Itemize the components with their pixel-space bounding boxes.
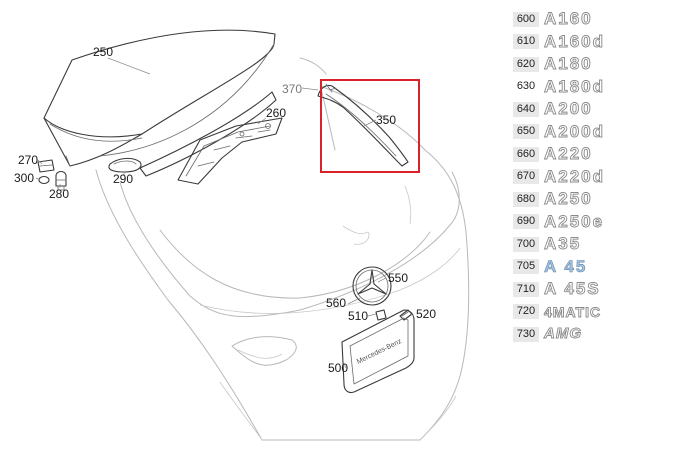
callout-300: 300 (14, 171, 34, 185)
legend-code: 710 (513, 281, 539, 297)
legend-code: 620 (513, 56, 539, 72)
leader-370 (301, 87, 319, 91)
callout-500: 500 (328, 361, 348, 375)
model-badge-image: A 45S (544, 279, 601, 299)
part-260-trim-strip (177, 117, 283, 185)
legend-code: 650 (513, 124, 539, 140)
callout-550: 550 (388, 271, 408, 285)
callout-370: 370 (282, 82, 302, 96)
callout-250: 250 (93, 45, 113, 59)
legend-code: 660 (513, 146, 539, 162)
callout-260: 260 (266, 106, 286, 120)
legend-code: 610 (513, 34, 539, 50)
model-badge-image: A180 (544, 54, 593, 74)
legend-row: 680 A250 (513, 188, 673, 211)
model-badge-image: A220d (544, 166, 606, 186)
leader-lines (35, 57, 415, 369)
legend-code: 600 (513, 11, 539, 27)
part-290-grommet (108, 157, 142, 173)
model-badge-image: 4MATIC (544, 303, 602, 320)
legend-code: 630 (513, 79, 539, 95)
legend-code: 690 (513, 214, 539, 230)
legend-code: 720 (513, 304, 539, 320)
part-280-bolt (55, 170, 67, 191)
model-badge-image: A160d (544, 31, 606, 51)
legend-row: 670 A220d (513, 166, 673, 189)
model-badge-image: A250 (544, 189, 593, 209)
legend-row: 630 A180d (513, 76, 673, 99)
model-badge-image: A200d (544, 121, 606, 141)
part-550-star-emblem (352, 266, 392, 306)
legend-row: 610 A160d (513, 31, 673, 54)
legend-row: 640 A200 (513, 98, 673, 121)
part-510-clip (375, 309, 387, 321)
leader-550 (377, 277, 387, 283)
legend-row: 660 A220 (513, 143, 673, 166)
part-300-washer (38, 175, 50, 185)
highlight-box-350 (320, 79, 420, 173)
callout-510: 510 (348, 309, 368, 323)
legend-row: 710 A 45S (513, 278, 673, 301)
model-badge-image: A 45 (544, 256, 588, 276)
leader-260 (257, 117, 267, 125)
plate-brand-text: Mercedes-Benz (356, 338, 404, 366)
model-badge-image: A160 (544, 9, 593, 29)
legend-row: 620 A180 (513, 53, 673, 76)
legend-row: 700 A35 (513, 233, 673, 256)
tailgate-body-outline (95, 57, 470, 441)
callout-270: 270 (18, 153, 38, 167)
part-250-spoiler (43, 29, 277, 177)
legend-code: 640 (513, 101, 539, 117)
model-badge-image: A220 (544, 144, 593, 164)
model-badge-image: A35 (544, 234, 582, 254)
legend-row: 650 A200d (513, 121, 673, 144)
leader-270 (37, 159, 43, 165)
legend-code: 730 (513, 326, 539, 342)
leader-520 (409, 313, 415, 317)
callout-280: 280 (49, 187, 69, 201)
callout-labels: 250 260 270 300 280 290 350 370 550 560 … (14, 45, 436, 375)
callout-350: 350 (376, 113, 396, 127)
legend-row: 720 4MATIC (513, 301, 673, 324)
leader-510 (367, 313, 377, 317)
leader-350 (363, 119, 377, 127)
legend-code: 705 (513, 259, 539, 275)
legend-row: 730 AMG (513, 323, 673, 346)
leader-560 (347, 297, 361, 305)
callout-560: 560 (326, 296, 346, 310)
callout-520: 520 (416, 307, 436, 321)
legend-row: 690 A250e (513, 211, 673, 234)
leader-300 (35, 177, 41, 181)
model-badge-image: A180d (544, 76, 606, 96)
legend-code: 700 (513, 236, 539, 252)
legend-code: 680 (513, 191, 539, 207)
model-badge-image: AMG (544, 325, 582, 343)
legend-row: 705 A 45 (513, 256, 673, 279)
callout-290: 290 (113, 172, 133, 186)
part-350-side-trim (317, 83, 409, 167)
model-badge-image: A200 (544, 99, 593, 119)
part-270-clip (37, 159, 55, 173)
legend-code: 670 (513, 169, 539, 185)
legend-row: 600 A160 (513, 8, 673, 31)
leader-500 (343, 363, 347, 369)
leader-250 (107, 57, 151, 75)
model-badge-image: A250e (544, 211, 605, 231)
